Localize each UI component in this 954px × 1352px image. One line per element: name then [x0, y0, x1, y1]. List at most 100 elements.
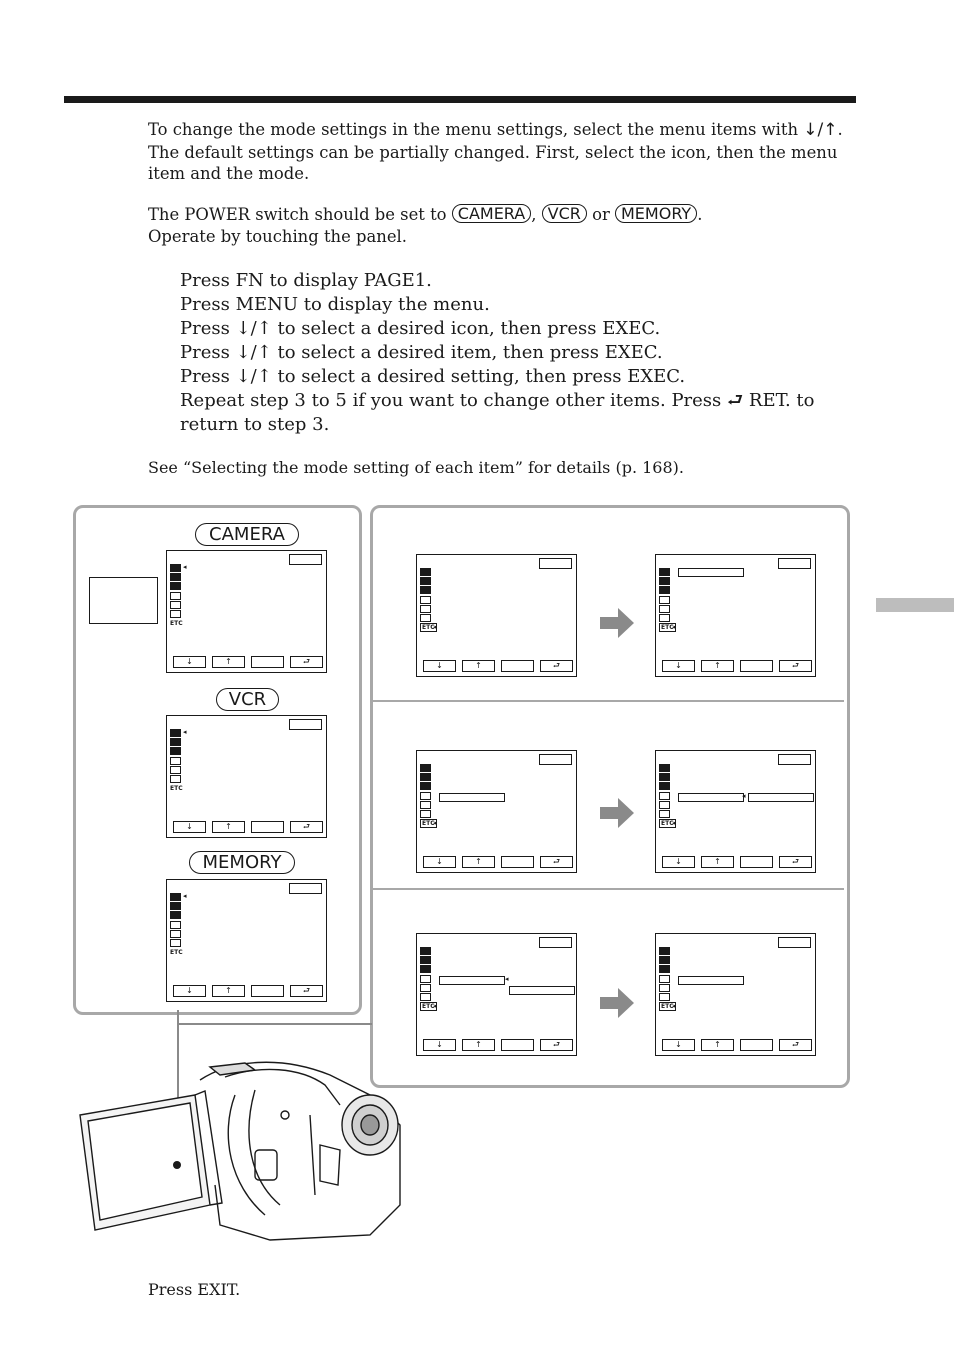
period-text: . — [697, 205, 703, 224]
down-button[interactable]: ↓ — [423, 660, 456, 672]
menu-icon-row — [170, 756, 190, 765]
exec-button[interactable] — [740, 660, 773, 672]
menu-icon-row — [420, 595, 440, 604]
return-button[interactable]: ⮐ — [779, 856, 812, 868]
menu-category-icon — [420, 791, 431, 800]
screen-indicator-box — [539, 754, 572, 765]
menu-category-icon — [420, 946, 431, 955]
menu-category-icon — [170, 775, 181, 784]
screen-button-row: ↓ ↑ ⮐ — [173, 985, 323, 997]
menu-icons-column: ETC◂ — [420, 763, 440, 829]
menu-icon-row — [659, 993, 679, 1002]
menu-icons-column: ◂ETC — [170, 563, 190, 629]
return-button[interactable]: ⮐ — [290, 656, 323, 668]
menu-category-icon — [170, 939, 181, 948]
menu-icon-row: ETC — [170, 784, 190, 793]
return-button[interactable]: ⮐ — [540, 660, 573, 672]
down-button[interactable]: ↓ — [173, 821, 206, 833]
menu-icon-row — [420, 974, 440, 983]
menu-icon-row — [170, 901, 190, 910]
up-button[interactable]: ↑ — [462, 856, 495, 868]
menu-icon-row — [659, 974, 679, 983]
screen-indicator-box — [289, 719, 322, 730]
step-5: Press ↓/↑ to select a desired setting, t… — [180, 366, 686, 387]
menu-item-highlight — [748, 793, 814, 802]
exec-button[interactable] — [501, 856, 534, 868]
down-button[interactable]: ↓ — [423, 856, 456, 868]
return-button[interactable]: ⮐ — [290, 985, 323, 997]
up-button[interactable]: ↑ — [212, 985, 245, 997]
menu-category-icon — [659, 595, 670, 604]
screen-button-row: ↓ ↑ ⮐ — [662, 856, 812, 868]
exec-button[interactable] — [251, 656, 284, 668]
menu-icon-row — [659, 791, 679, 800]
menu-icons-column: ETC◂ — [659, 567, 679, 633]
menu-icon-row — [659, 567, 679, 576]
return-button[interactable]: ⮐ — [290, 821, 323, 833]
selection-pointer-icon: ◂ — [672, 1002, 676, 1011]
screen-button-row: ↓ ↑ ⮐ — [423, 856, 573, 868]
menu-screen: ETC◂◂↓↑⮐ — [655, 750, 816, 873]
menu-icon-row — [170, 591, 190, 600]
up-button[interactable]: ↑ — [212, 656, 245, 668]
menu-category-icon — [420, 955, 431, 964]
exec-button[interactable] — [740, 856, 773, 868]
screen-button-row: ↓ ↑ ⮐ — [662, 1039, 812, 1051]
screen-indicator-box — [539, 937, 572, 948]
menu-category-icon — [420, 772, 431, 781]
steps-list: Press FN to display PAGE1. Press MENU to… — [180, 269, 860, 437]
menu-category-icon — [170, 930, 181, 939]
exec-button[interactable] — [251, 821, 284, 833]
up-button[interactable]: ↑ — [462, 660, 495, 672]
return-button[interactable]: ⮐ — [779, 1039, 812, 1051]
chapter-tab — [876, 598, 954, 612]
return-button[interactable]: ⮐ — [779, 660, 812, 672]
menu-icon-row — [170, 737, 190, 746]
menu-category-icon — [170, 747, 181, 756]
menu-icon-row — [420, 946, 440, 955]
menu-icon-row — [420, 763, 440, 772]
down-button[interactable]: ↓ — [662, 660, 695, 672]
menu-category-icon — [659, 810, 670, 819]
exec-button[interactable] — [501, 660, 534, 672]
menu-screen: ETC◂ ↓ ↑ ⮐ — [416, 750, 577, 873]
down-button[interactable]: ↓ — [662, 856, 695, 868]
up-button[interactable]: ↑ — [701, 856, 734, 868]
screen-button-row: ↓ ↑ ⮐ — [173, 821, 323, 833]
exec-button[interactable] — [251, 985, 284, 997]
menu-category-icon — [420, 993, 431, 1002]
exec-button[interactable] — [740, 1039, 773, 1051]
menu-icon-row: ETC◂ — [659, 623, 679, 633]
selection-pointer-icon: ◂ — [672, 819, 676, 828]
menu-item-highlight — [678, 568, 744, 577]
menu-category-icon — [659, 984, 670, 993]
down-button[interactable]: ↓ — [662, 1039, 695, 1051]
etc-icon: ETC — [420, 1002, 437, 1012]
menu-category-icon — [420, 810, 431, 819]
camera-pill: CAMERA — [195, 523, 299, 546]
menu-category-icon — [659, 955, 670, 964]
menu-icon-row — [659, 772, 679, 781]
menu-category-icon — [659, 586, 670, 595]
exec-button[interactable] — [501, 1039, 534, 1051]
menu-icon-row — [420, 782, 440, 791]
return-button[interactable]: ⮐ — [540, 856, 573, 868]
screen-indicator-box — [289, 883, 322, 894]
down-button[interactable]: ↓ — [173, 656, 206, 668]
menu-category-icon — [659, 763, 670, 772]
return-button[interactable]: ⮐ — [540, 1039, 573, 1051]
menu-category-icon — [420, 782, 431, 791]
up-button[interactable]: ↑ — [701, 660, 734, 672]
up-button[interactable]: ↑ — [212, 821, 245, 833]
down-button[interactable]: ↓ — [173, 985, 206, 997]
down-button[interactable]: ↓ — [423, 1039, 456, 1051]
menu-icon-row — [170, 572, 190, 581]
up-button[interactable]: ↑ — [701, 1039, 734, 1051]
up-button[interactable]: ↑ — [462, 1039, 495, 1051]
menu-item-highlight — [678, 976, 744, 985]
menu-screen: ETC◂ ↓ ↑ ⮐ — [655, 554, 816, 677]
step-1: Press FN to display PAGE1. — [180, 270, 432, 291]
menu-icon-row — [170, 601, 190, 610]
menu-icon-row — [659, 763, 679, 772]
menu-category-icon — [659, 801, 670, 810]
